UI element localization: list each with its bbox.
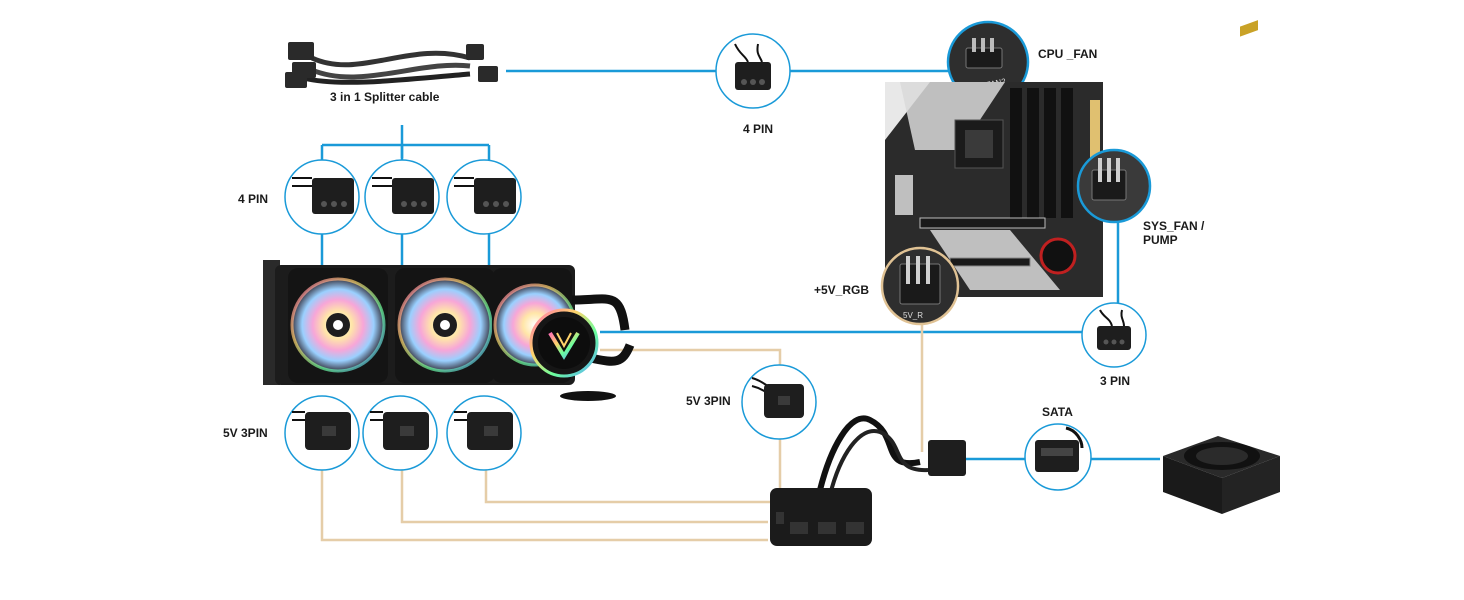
fan-pwm-connectors <box>284 159 522 235</box>
fan-2 <box>395 268 495 383</box>
fan1-pwm-connector <box>284 159 360 235</box>
label-cpu-fan: CPU _FAN <box>1038 47 1098 61</box>
connector-3pin <box>1081 302 1147 368</box>
label-splitter-cable: 3 in 1 Splitter cable <box>330 90 440 104</box>
pump-logo-icon <box>556 332 572 349</box>
splitter-cable-photo <box>285 42 498 88</box>
label-3pin: 3 PIN <box>1100 374 1131 388</box>
sys-fan-header-callout <box>1076 148 1152 224</box>
rgb-header-silkscreen: 5V_R <box>903 311 923 320</box>
label-argb-pump: 5V 3PIN <box>686 394 731 408</box>
fan2-argb-connector <box>362 395 438 471</box>
label-rgb-5v: +5V_RGB <box>814 283 870 297</box>
label-4pin-fans: 4 PIN <box>238 192 269 206</box>
rgb-pump-line <box>600 348 782 500</box>
fan2-pwm-connector <box>364 159 440 235</box>
fan3-argb-connector <box>446 395 522 471</box>
label-sata: SATA <box>1042 405 1073 419</box>
rgb-header-callout: 5V_R <box>880 246 960 326</box>
connector-4pin-top <box>715 33 791 109</box>
label-sys-fan-pump: SYS_FAN / PUMP <box>1143 219 1205 247</box>
rgb-hub <box>770 415 966 546</box>
label-argb-fans: 5V 3PIN <box>223 426 268 440</box>
power-supply <box>1163 20 1280 514</box>
label-4pin-top: 4 PIN <box>743 122 774 136</box>
rgb-cable-lines <box>320 325 924 542</box>
rgb-fan1-line <box>320 470 768 542</box>
fan1-argb-connector <box>284 395 360 471</box>
sata-connector <box>1024 423 1092 491</box>
fan-1 <box>288 268 388 383</box>
pump-head <box>529 308 616 401</box>
rgb-fan3-line <box>484 470 778 504</box>
fan3-pwm-connector <box>446 159 522 235</box>
argb-fan-connectors <box>284 395 522 471</box>
pump-argb-connector <box>741 364 817 440</box>
rgb-fan2-line <box>400 470 768 524</box>
